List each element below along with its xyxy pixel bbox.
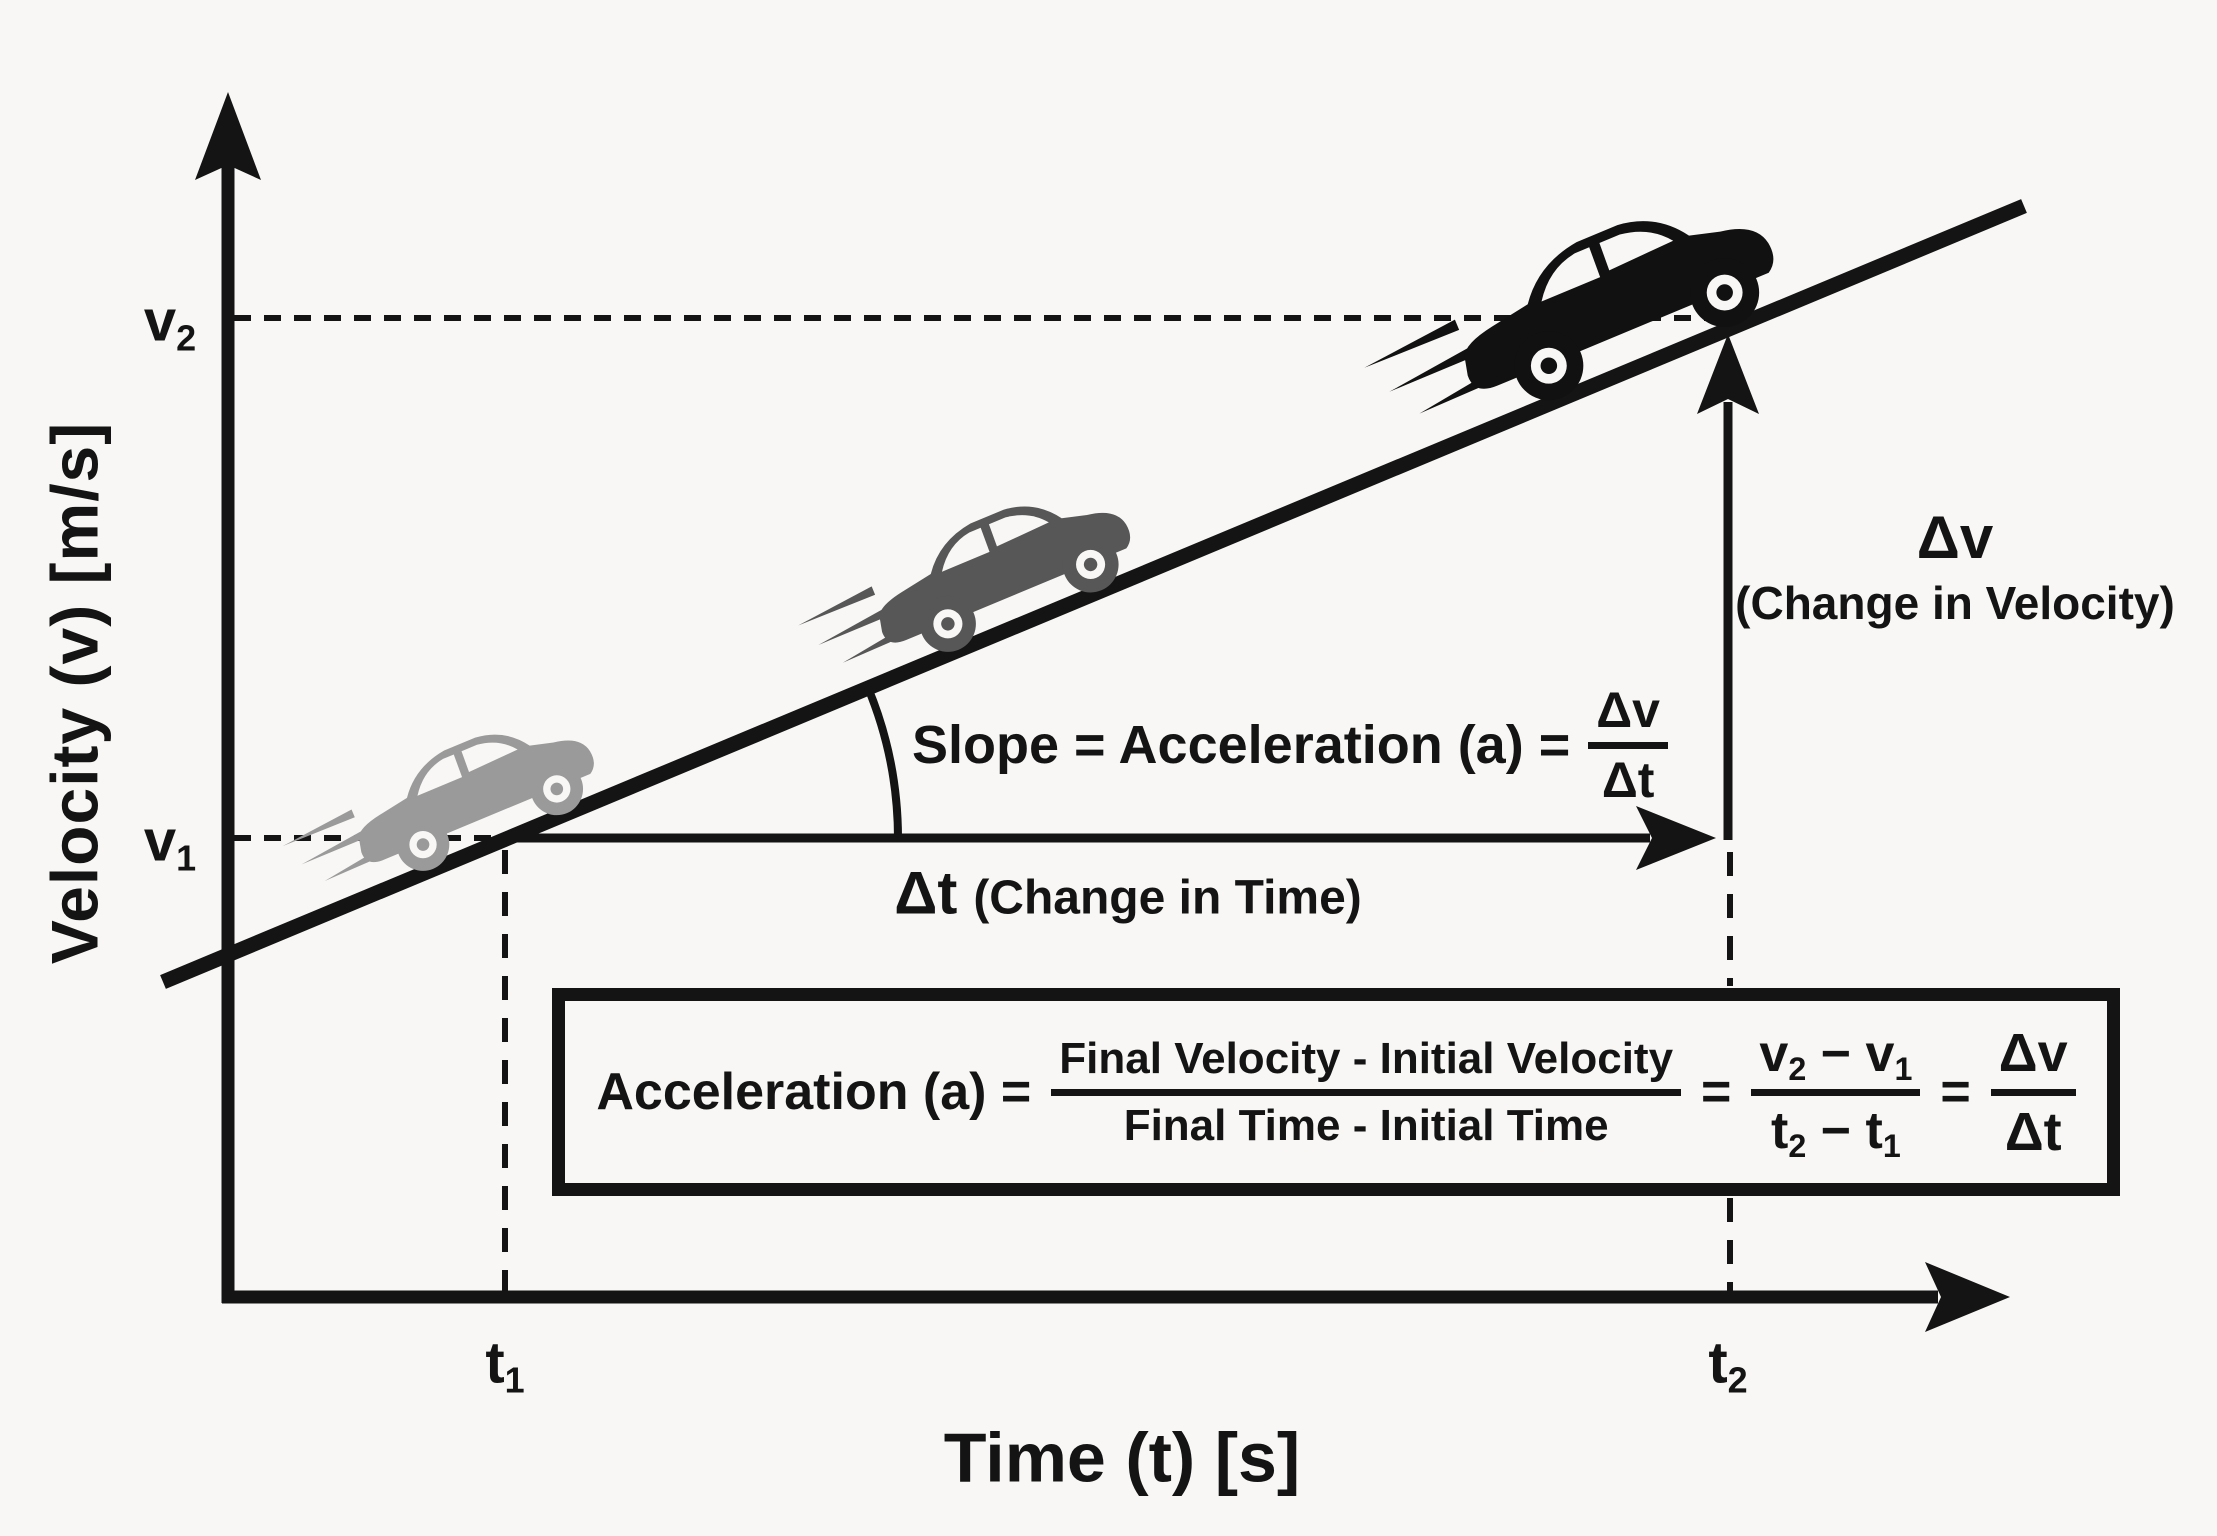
equals-sign: =	[1701, 1063, 1732, 1121]
velocity-line	[160, 199, 2027, 989]
words-fraction-denominator: Final Time - Initial Time	[1123, 1100, 1609, 1150]
symbols-fraction-numerator: v2 − v1	[1759, 1024, 1913, 1087]
delta-v-symbol: Δv	[1916, 504, 1994, 571]
fraction-bar	[1751, 1088, 1921, 1096]
slope-angle-arc	[864, 685, 902, 839]
symbols-fraction-denominator: t2 − t1	[1771, 1101, 1901, 1164]
car-middle-icon	[787, 468, 1147, 704]
t2-tick-label: t2	[1708, 1330, 1748, 1401]
t1-tick-label: t1	[485, 1330, 525, 1401]
delta-v-caption: (Change in Velocity)	[1735, 577, 2175, 629]
fraction-bar	[1588, 741, 1668, 749]
delta-v-arrowhead-icon	[1697, 334, 1759, 414]
delta-t-caption: (Change in Time)	[973, 871, 1362, 925]
delta-fraction-numerator: Δv	[1998, 1022, 2068, 1083]
equation-words-fraction: Final Velocity - Initial Velocity Final …	[1051, 1033, 1682, 1151]
delta-v-label: Δv (Change in Velocity)	[1700, 506, 2210, 627]
car-start-icon	[272, 698, 609, 919]
fraction-bar	[1051, 1088, 1682, 1096]
slope-fraction: Δv Δt	[1588, 684, 1668, 806]
y-axis-label: Velocity (v) [m/s]	[37, 421, 112, 965]
slope-annotation-text: Slope = Acceleration (a) =	[912, 714, 1571, 775]
equation-lhs: Acceleration (a) =	[596, 1063, 1032, 1121]
words-fraction-numerator: Final Velocity - Initial Velocity	[1059, 1033, 1674, 1083]
delta-t-label: Δt (Change in Time)	[894, 862, 1362, 925]
equals-sign: =	[1940, 1063, 1971, 1121]
v2-tick-label: v2	[143, 288, 197, 359]
equation-delta-fraction: Δv Δt	[1990, 1022, 2076, 1163]
y-axis-arrow-icon	[195, 92, 261, 180]
delta-fraction-denominator: Δt	[2004, 1101, 2062, 1162]
delta-t-arrowhead-icon	[1636, 806, 1716, 870]
equation-symbols-fraction: v2 − v1 t2 − t1	[1751, 1024, 1921, 1164]
slope-fraction-denominator: Δt	[1601, 751, 1655, 808]
x-axis-label: Time (t) [s]	[943, 1418, 1301, 1497]
slope-fraction-numerator: Δv	[1596, 682, 1660, 738]
fraction-bar	[1990, 1088, 2076, 1096]
v1-tick-label: v1	[143, 808, 197, 879]
delta-t-symbol: Δt	[894, 859, 958, 927]
x-axis-arrow-icon	[1925, 1262, 2010, 1332]
equation-box: Acceleration (a) = Final Velocity - Init…	[552, 988, 2120, 1196]
slope-annotation: Slope = Acceleration (a) = Δv Δt	[912, 684, 1668, 806]
